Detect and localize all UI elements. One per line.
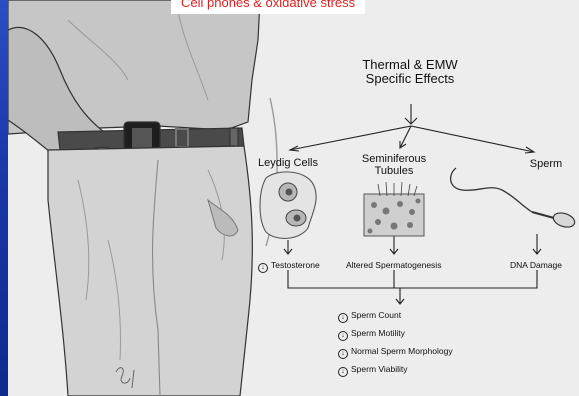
result-testosterone: ↓Testosterone	[258, 261, 320, 273]
outcome-text: Sperm Count	[351, 310, 401, 320]
connector-merge-bracket	[288, 270, 537, 288]
seminiferous-tubules-drawing	[364, 182, 424, 236]
leydig-cells-drawing	[260, 172, 316, 239]
slide-title: Cell phones & oxidative stress	[171, 0, 365, 14]
illustration-panel: Thermal & EMW Specific Effects Leydig Ce…	[8, 0, 579, 396]
outcome-text: Normal Sperm Morphology	[351, 346, 453, 356]
connector-to-leydig	[290, 126, 411, 150]
outcome-text: Sperm Motility	[351, 328, 405, 338]
outcome-item: ↓Sperm Viability	[338, 365, 453, 377]
outcome-item: ↓Sperm Count	[338, 311, 453, 323]
decrease-icon: ↓	[258, 263, 268, 273]
connector-to-sperm	[411, 126, 534, 152]
sperm-drawing	[451, 168, 577, 230]
result-spermatogenesis: Altered Spermatogenesis	[346, 261, 441, 270]
outcome-item: ↓Sperm Motility	[338, 329, 453, 341]
decrease-icon: ↓	[338, 331, 348, 341]
branch-label-leydig: Leydig Cells	[246, 158, 330, 170]
belt-loop	[230, 128, 238, 146]
root-label: Thermal & EMW Specific Effects	[348, 58, 472, 85]
branch-label-tubules: Seminiferous Tubules	[354, 154, 434, 177]
outcome-list: ↓Sperm Count ↓Sperm Motility ↓Normal Spe…	[338, 311, 453, 377]
outcome-item: ↓Normal Sperm Morphology	[338, 347, 453, 359]
result-dna-damage: DNA Damage	[510, 261, 562, 270]
decrease-icon: ↓	[338, 349, 348, 359]
man-figure	[8, 0, 277, 396]
result-testosterone-text: Testosterone	[271, 260, 320, 270]
branch-label-sperm: Sperm	[521, 159, 571, 171]
decrease-icon: ↓	[338, 367, 348, 377]
illustration-artwork	[8, 0, 579, 396]
outcome-text: Sperm Viability	[351, 364, 408, 374]
decrease-icon: ↓	[338, 313, 348, 323]
